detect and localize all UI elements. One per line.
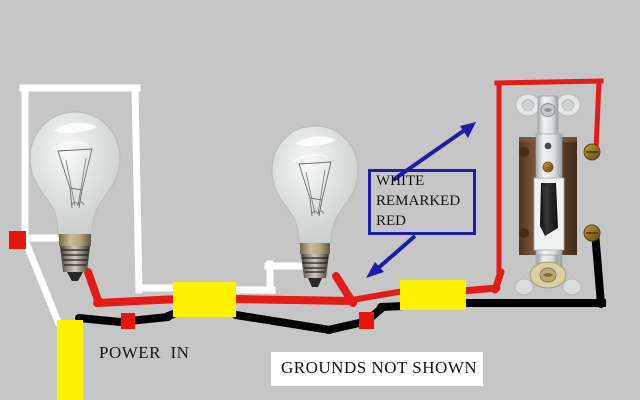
neutral-white-wire-group [18, 84, 310, 327]
bulb-left[interactable] [29, 111, 121, 281]
remark-line-1: WHITE [376, 173, 425, 189]
connector-mid[interactable] [359, 312, 374, 329]
grounds-not-shown-label: GROUNDS NOT SHOWN [281, 358, 478, 377]
toggle-switch[interactable] [514, 93, 601, 296]
connector-power[interactable] [121, 313, 135, 329]
power-in-label: POWER IN [99, 343, 190, 362]
bulb-right[interactable] [271, 125, 359, 287]
grounds-note-box [271, 352, 483, 386]
wire-nut-left[interactable] [173, 282, 236, 317]
white-remarked-red-text: WHITE REMARKED RED [376, 171, 476, 231]
connector-left[interactable] [9, 231, 26, 249]
white-remarked-red-box [368, 169, 476, 235]
remark-line-3: RED [376, 213, 406, 229]
wire-nut-right[interactable] [400, 280, 466, 310]
hot-red-wire-group [84, 78, 604, 307]
power-cable-sheath[interactable] [57, 320, 83, 400]
remark-line-2: REMARKED [376, 193, 461, 209]
